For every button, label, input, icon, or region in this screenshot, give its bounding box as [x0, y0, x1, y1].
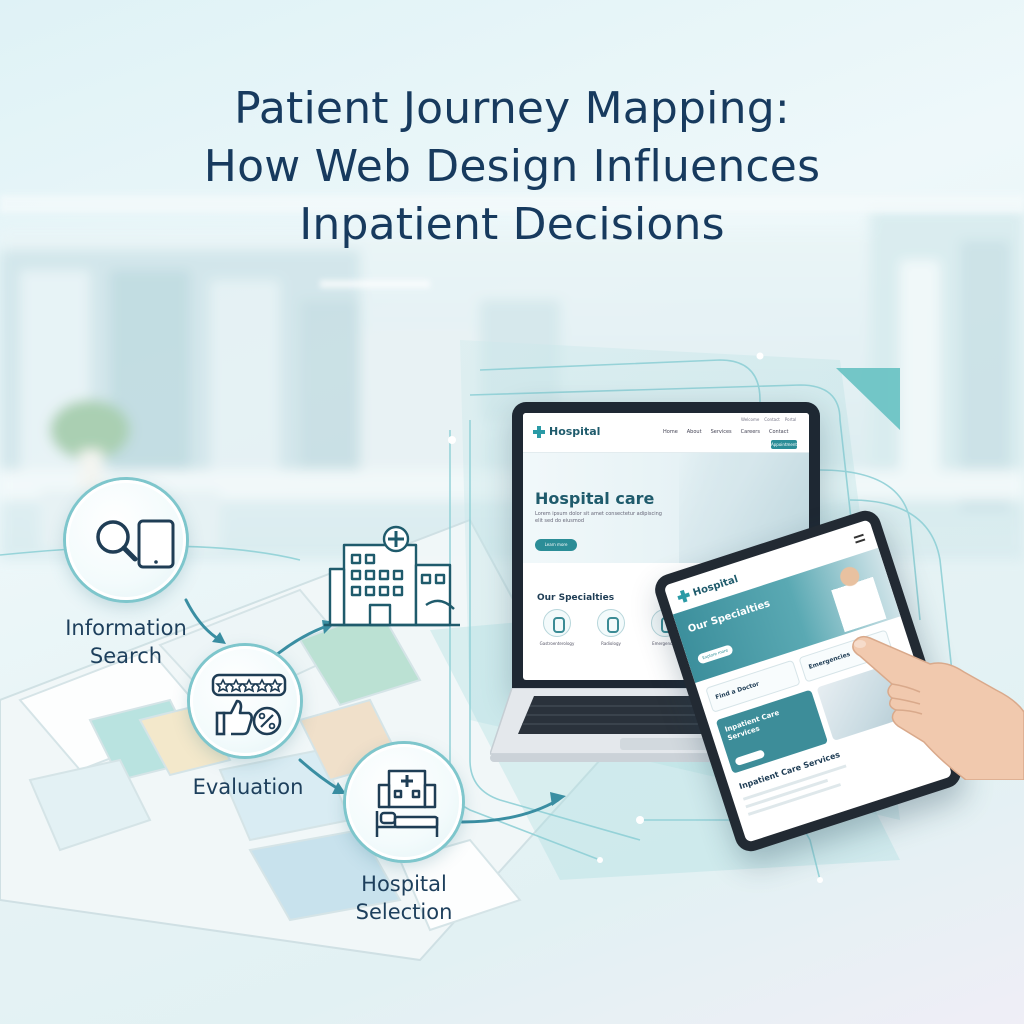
menu-item[interactable]: Contact — [768, 429, 789, 435]
appointment-button[interactable]: Appointment — [771, 440, 797, 449]
hospital-bed-icon — [375, 769, 439, 837]
specialty-item[interactable]: Gastroenterology — [537, 609, 577, 646]
topbar-link[interactable]: Contact — [764, 417, 780, 422]
learn-more-button[interactable]: Learn more — [535, 539, 577, 551]
hero-title: Hospital care — [535, 489, 655, 508]
menu-item[interactable]: About — [686, 429, 702, 435]
tablet-hero-title: Our Specialties — [686, 598, 772, 636]
specialties-title: Our Specialties — [537, 593, 615, 603]
site-nav: Hospital Welcome Contact Portal Home Abo… — [523, 413, 809, 453]
rating-thumbs-up-icon — [211, 673, 287, 736]
hospital-building-icon — [324, 525, 460, 627]
specialty-item[interactable]: Radiology — [591, 609, 631, 646]
menu-item[interactable]: Services — [710, 429, 732, 435]
site-menu: Home About Services Careers Contact — [663, 429, 788, 435]
step-hospital-selection — [346, 744, 462, 860]
title-line-1: Patient Journey Mapping: — [234, 83, 790, 134]
topbar-link[interactable]: Welcome — [741, 417, 760, 422]
explore-button[interactable]: Explore more — [696, 644, 734, 665]
step-label-evaluation: Evaluation — [192, 775, 304, 799]
pointing-hand — [852, 635, 1024, 780]
step-information-search — [66, 480, 186, 600]
page-title: Patient Journey Mapping: How Web Design … — [0, 80, 1024, 254]
magnifier-tablet-icon — [96, 519, 175, 569]
menu-item[interactable]: Home — [663, 429, 678, 435]
title-line-3: Inpatient Decisions — [299, 199, 725, 250]
step-label-information-search: Information Search — [65, 616, 187, 668]
site-topbar: Welcome Contact Portal — [741, 417, 796, 422]
medical-cross-icon — [533, 425, 545, 438]
stethoscope-icon — [543, 609, 571, 637]
title-line-2: How Web Design Influences — [203, 141, 821, 192]
step-evaluation — [190, 646, 300, 756]
topbar-link[interactable]: Portal — [784, 417, 797, 422]
hamburger-menu-icon[interactable] — [853, 533, 866, 544]
syringe-icon — [597, 609, 625, 637]
menu-item[interactable]: Careers — [740, 429, 760, 435]
medical-cross-icon — [676, 589, 691, 604]
site-logo[interactable]: Hospital — [533, 425, 600, 438]
inpatient-care-button[interactable] — [734, 749, 766, 767]
step-label-hospital-selection: Hospital Selection — [355, 872, 453, 924]
hero-subtitle: Lorem ipsum dolor sit amet consectetur a… — [535, 511, 662, 524]
